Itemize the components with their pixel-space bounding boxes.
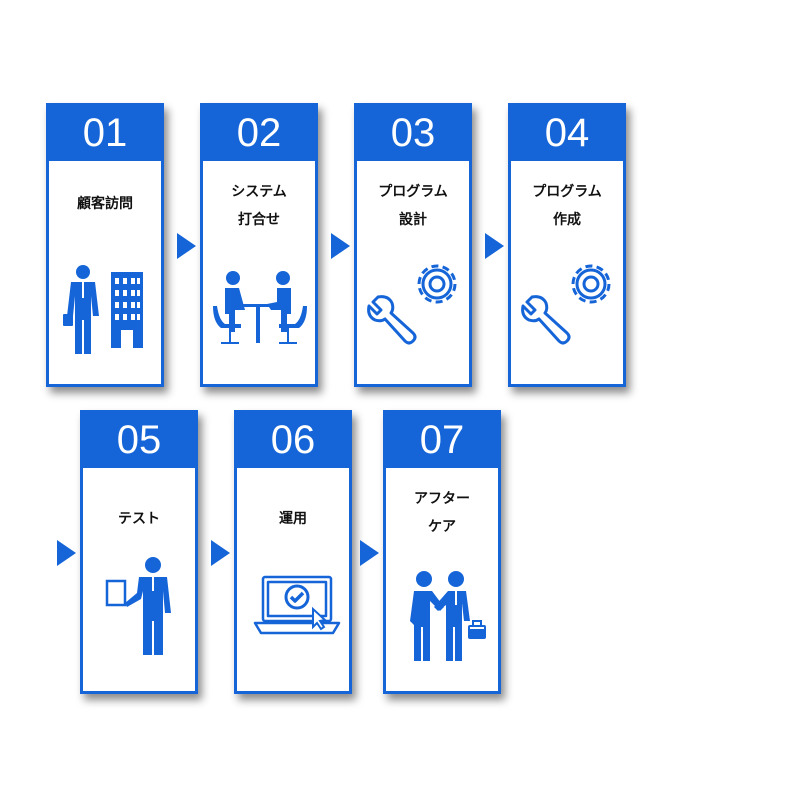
arrow-right-icon <box>360 540 379 566</box>
meeting-icon <box>213 271 307 344</box>
step-05: 05 テスト <box>80 410 198 694</box>
step-02: 02 システム 打合せ <box>200 103 318 387</box>
step-04: 04 プログラム 作成 <box>508 103 626 387</box>
businessman-document-icon <box>105 557 171 655</box>
arrow-right-icon <box>485 233 504 259</box>
step-number: 01 <box>49 106 161 161</box>
step-label: プログラム 設計 <box>378 184 448 228</box>
step-label: プログラム 作成 <box>532 184 602 228</box>
step-number: 02 <box>203 106 315 161</box>
handshake-icon <box>410 571 486 661</box>
step-01: 01 顧客訪問 <box>46 103 164 387</box>
laptop-check-icon <box>253 575 341 635</box>
step-number: 04 <box>511 106 623 161</box>
step-label: テスト <box>118 511 160 527</box>
wrench-gear-icon <box>367 264 457 345</box>
step-number: 07 <box>386 413 498 468</box>
wrench-gear-icon <box>521 264 611 345</box>
step-07: 07 アフター ケア <box>383 410 501 694</box>
step-number: 06 <box>237 413 349 468</box>
step-03: 03 プログラム 設計 <box>354 103 472 387</box>
arrow-right-icon <box>57 540 76 566</box>
step-06: 06 運用 <box>234 410 352 694</box>
step-label: 運用 <box>279 511 307 527</box>
arrow-right-icon <box>211 540 230 566</box>
businessman-building-icon <box>63 265 143 354</box>
step-label: アフター ケア <box>414 491 470 535</box>
arrow-right-icon <box>331 233 350 259</box>
step-label: システム 打合せ <box>231 184 287 228</box>
arrow-right-icon <box>177 233 196 259</box>
step-number: 05 <box>83 413 195 468</box>
step-number: 03 <box>357 106 469 161</box>
step-label: 顧客訪問 <box>77 196 133 212</box>
